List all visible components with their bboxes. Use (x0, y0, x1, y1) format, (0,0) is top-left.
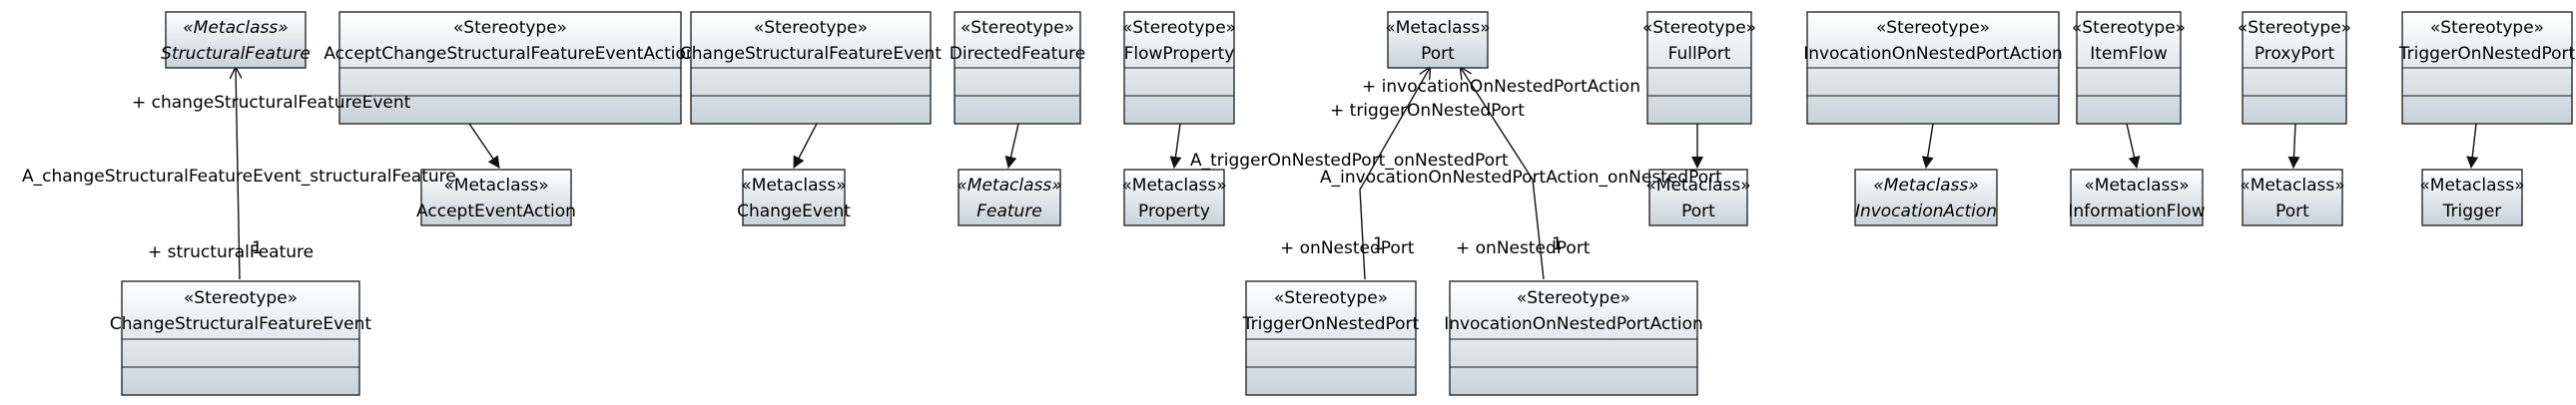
association-label: A_triggerOnNestedPort_onNestedPort (1190, 151, 1509, 171)
class-name: Port (2275, 202, 2309, 221)
class-stereotype: «Metaclass» (1385, 18, 1490, 38)
edge-flow-property-to-property (1169, 123, 1182, 169)
class-name: AcceptEventAction (416, 202, 576, 221)
role-label: + changeStructuralFeatureEvent (132, 93, 411, 113)
class-name: AcceptChangeStructuralFeatureEventAction (323, 44, 696, 64)
association-label: A_changeStructuralFeatureEvent_structura… (22, 167, 456, 187)
class-st-change-structural-feature-event-top[interactable]: «Stereotype» ChangeStructuralFeatureEven… (680, 11, 942, 125)
class-stereotype: «Metaclass» (741, 176, 846, 196)
class-stereotype: «Stereotype» (184, 288, 298, 308)
edge-directed-feature-to-feature (1004, 123, 1019, 169)
class-mc-accept-event-action[interactable]: «Metaclass» AcceptEventAction (416, 169, 576, 226)
classes-layer: «Metaclass» StructuralFeature «Stereotyp… (110, 11, 2576, 396)
class-mc-port-proxy[interactable]: «Metaclass» Port (2240, 169, 2345, 226)
class-stereotype: «Metaclass» (183, 18, 288, 38)
edges-layer (236, 68, 2479, 280)
class-stereotype: «Metaclass» (957, 176, 1061, 196)
class-mc-trigger[interactable]: «Metaclass» Trigger (2419, 169, 2525, 226)
role-label: + onNestedPort (1280, 238, 1415, 258)
edge-trigger-top-to-trigger (2466, 123, 2479, 169)
class-name: ProxyPort (2254, 44, 2335, 64)
class-mc-port-center[interactable]: «Metaclass» Port (1385, 11, 1491, 69)
class-stereotype: «Stereotype» (453, 18, 567, 38)
class-st-invocation-on-nested-port-action-top[interactable]: «Stereotype» InvocationOnNestedPortActio… (1803, 11, 2063, 125)
edge-structural-association (236, 68, 240, 280)
edge-invocation-nested-association (1461, 68, 1545, 280)
class-st-change-structural-feature-event-bottom[interactable]: «Stereotype» ChangeStructuralFeatureEven… (110, 280, 371, 396)
class-name: TriggerOnNestedPort (2398, 44, 2576, 64)
class-stereotype: «Metaclass» (1645, 176, 1750, 196)
class-name: Trigger (2442, 202, 2502, 221)
class-mc-information-flow[interactable]: «Metaclass» InformationFlow (2068, 169, 2206, 226)
class-mc-change-event[interactable]: «Metaclass» ChangeEvent (737, 169, 851, 226)
class-name: InvocationOnNestedPortAction (1803, 44, 2063, 64)
role-label: + invocationOnNestedPortAction (1362, 77, 1640, 97)
class-stereotype: «Stereotype» (961, 18, 1074, 38)
class-st-full-port[interactable]: «Stereotype» FullPort (1642, 11, 1756, 125)
multiplicity-label: 1 (1552, 234, 1563, 254)
class-st-invocation-on-nested-port-action-bottom[interactable]: «Stereotype» InvocationOnNestedPortActio… (1444, 280, 1703, 396)
class-stereotype: «Metaclass» (2240, 176, 2344, 196)
class-stereotype: «Metaclass» (1873, 176, 1978, 196)
class-st-trigger-on-nested-port-bottom[interactable]: «Stereotype» TriggerOnNestedPort (1242, 280, 1420, 396)
class-stereotype: «Stereotype» (1274, 288, 1388, 308)
association-label: A_invocationOnNestedPortAction_onNestedP… (1320, 168, 1722, 188)
class-st-proxy-port[interactable]: «Stereotype» ProxyPort (2238, 11, 2351, 125)
class-name: DirectedFeature (950, 44, 1085, 64)
class-stereotype: «Metaclass» (2084, 176, 2189, 196)
class-name: Port (1681, 202, 1715, 221)
class-name: TriggerOnNestedPort (1242, 314, 1420, 334)
edge-accept-change-to-accept-event (468, 123, 500, 169)
class-st-trigger-on-nested-port-top[interactable]: «Stereotype» TriggerOnNestedPort (2398, 11, 2576, 125)
edge-item-flow-to-information-flow (2126, 123, 2141, 169)
class-name: ChangeEvent (737, 202, 851, 221)
class-stereotype: «Stereotype» (754, 18, 868, 38)
edge-invocation-top-to-invocation-action (1921, 123, 1934, 169)
class-name: InvocationOnNestedPortAction (1444, 314, 1703, 334)
class-st-directed-feature[interactable]: «Stereotype» DirectedFeature (950, 11, 1085, 125)
class-st-accept-change[interactable]: «Stereotype» AcceptChangeStructuralFeatu… (323, 11, 697, 125)
class-name: InformationFlow (2068, 202, 2205, 221)
class-mc-invocation-action[interactable]: «Metaclass» InvocationAction (1854, 169, 1998, 226)
role-label: + triggerOnNestedPort (1330, 101, 1525, 121)
class-stereotype: «Stereotype» (1642, 18, 1756, 38)
class-stereotype: «Metaclass» (1121, 176, 1226, 196)
class-name: FlowProperty (1124, 44, 1235, 64)
edge-trigger-nested-association (1359, 68, 1430, 280)
multiplicity-label: 1 (1373, 234, 1384, 254)
class-name: ChangeStructuralFeatureEvent (680, 44, 942, 64)
class-stereotype: «Stereotype» (1876, 18, 1990, 38)
class-name: Property (1138, 202, 1210, 221)
class-stereotype: «Stereotype» (2430, 18, 2544, 38)
class-mc-property[interactable]: «Metaclass» Property (1121, 169, 1227, 226)
class-mc-port-full[interactable]: «Metaclass» Port (1645, 169, 1751, 226)
class-name: FullPort (1668, 44, 1731, 64)
class-name: ChangeStructuralFeatureEvent (110, 314, 371, 334)
class-stereotype: «Stereotype» (2238, 18, 2351, 38)
multiplicity-label: 1 (252, 238, 263, 258)
class-name: Feature (976, 202, 1042, 221)
labels-layer: + changeStructuralFeatureEvent A_changeS… (22, 77, 1722, 262)
class-stereotype: «Metaclass» (2419, 176, 2524, 196)
class-name: ItemFlow (2090, 44, 2168, 64)
role-label: + structuralFeature (148, 242, 314, 262)
class-name: InvocationAction (1855, 202, 1997, 221)
edge-proxy-port-to-port (2287, 123, 2300, 169)
role-label: + onNestedPort (1456, 238, 1591, 258)
class-st-flow-property[interactable]: «Stereotype» FlowProperty (1122, 11, 1236, 125)
class-stereotype: «Stereotype» (2072, 18, 2186, 38)
class-st-item-flow[interactable]: «Stereotype» ItemFlow (2072, 11, 2186, 125)
class-stereotype: «Stereotype» (1122, 18, 1236, 38)
class-stereotype: «Metaclass» (443, 176, 548, 196)
class-mc-structural-feature[interactable]: «Metaclass» StructuralFeature (161, 11, 311, 69)
class-name: Port (1421, 44, 1455, 64)
class-mc-feature[interactable]: «Metaclass» Feature (957, 169, 1062, 226)
edge-change-sfe-to-change-event (793, 123, 818, 169)
class-stereotype: «Stereotype» (1517, 288, 1630, 308)
class-name: StructuralFeature (161, 44, 311, 64)
